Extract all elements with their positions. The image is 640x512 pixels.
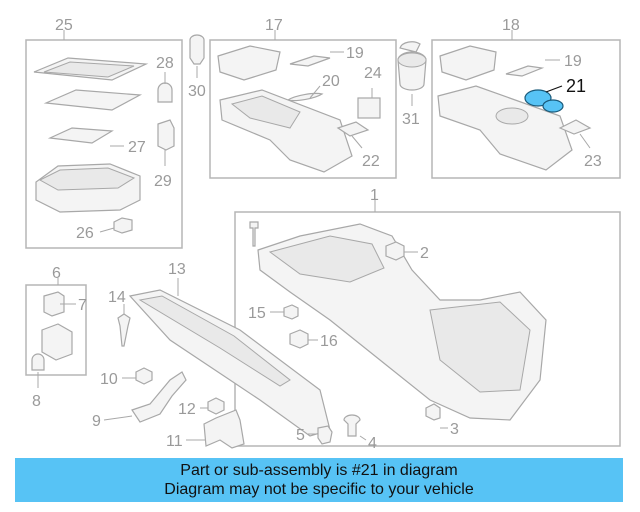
callout-16: 16 (320, 333, 338, 350)
console-upper-18-cup (495, 107, 529, 125)
leader-9 (103, 415, 133, 421)
callout-22: 22 (362, 153, 380, 170)
callout-6: 6 (52, 265, 61, 282)
cup-holder-31-lid (399, 41, 421, 53)
info-line-disclaimer: Diagram may not be specific to your vehi… (164, 481, 474, 498)
callout-12: 12 (178, 401, 196, 418)
group-box-17 (209, 39, 397, 179)
nut-12 (207, 397, 225, 415)
callout-28: 28 (156, 55, 174, 72)
bolt-top (249, 221, 259, 247)
bracket-24 (357, 97, 381, 119)
console-body-1-top (268, 235, 385, 283)
leader-20 (309, 85, 321, 99)
nut-15 (283, 304, 299, 320)
latch-29 (157, 119, 175, 151)
bracket-9 (131, 371, 187, 423)
cup-holder-31-rim (397, 52, 427, 68)
trim-panel-17 (217, 45, 281, 81)
console-upper-17-inner (230, 95, 301, 129)
callout-31: 31 (402, 111, 420, 128)
callout-11: 11 (166, 433, 183, 450)
clip-16 (289, 329, 309, 349)
callout-29: 29 (154, 173, 172, 190)
callout-3: 3 (450, 421, 459, 438)
mat-20 (286, 92, 324, 102)
callout-17: 17 (265, 17, 283, 34)
armrest-box-top (38, 167, 136, 191)
clip-2 (385, 241, 405, 261)
callout-18: 18 (502, 17, 520, 34)
callout-10: 10 (100, 371, 118, 388)
plug-30 (189, 34, 205, 65)
callout-19a: 19 (346, 45, 364, 62)
leader-22 (351, 135, 363, 149)
parts-diagram: 25 17 18 28 30 27 29 26 19 20 24 22 31 1… (25, 17, 621, 452)
info-line-part: Part or sub-assembly is #21 in diagram (180, 462, 458, 479)
bracket-7 (43, 291, 65, 317)
console-lid-plate (43, 89, 143, 111)
callout-26: 26 (76, 225, 94, 242)
bolt-8 (31, 353, 45, 371)
tray-27 (47, 127, 114, 144)
callout-14: 14 (108, 289, 126, 306)
info-banner: Part or sub-assembly is #21 in diagram D… (15, 458, 623, 502)
trim-strip-19a (289, 55, 331, 67)
clip-26 (113, 217, 133, 234)
callout-9: 9 (92, 413, 101, 430)
callout-23: 23 (584, 153, 602, 170)
console-upper-18 (437, 85, 573, 171)
callout-2: 2 (420, 245, 429, 262)
leader-4 (359, 435, 367, 441)
callout-4: 4 (368, 435, 377, 452)
screw-4 (343, 414, 361, 437)
callout-8: 8 (32, 393, 41, 410)
hinge-28 (157, 82, 173, 103)
bracket-6-lower (41, 323, 73, 361)
callout-30: 30 (188, 83, 206, 100)
clip-5 (317, 425, 333, 445)
group-box-18 (431, 39, 621, 179)
bracket-11 (203, 409, 245, 449)
bolt-14 (117, 313, 131, 347)
group-box-6 (25, 284, 87, 376)
trim-strip-19b (505, 65, 545, 77)
leader-26 (99, 227, 115, 233)
clip-3 (425, 403, 441, 421)
callout-13: 13 (168, 261, 186, 278)
group-box-25 (25, 39, 183, 249)
console-lid-pad-inner (43, 61, 135, 78)
callout-1: 1 (370, 187, 379, 204)
callout-25: 25 (55, 17, 73, 34)
callout-5: 5 (296, 427, 305, 444)
callout-7: 7 (78, 297, 87, 314)
callout-15: 15 (248, 305, 266, 322)
leader-23 (579, 133, 591, 149)
callout-21[interactable]: 21 (566, 76, 586, 96)
console-body-1-side (429, 301, 531, 393)
callout-20: 20 (322, 73, 340, 90)
nut-10 (135, 367, 153, 385)
side-panel-13-inner (138, 295, 291, 387)
callout-19b: 19 (564, 53, 582, 70)
callout-24: 24 (364, 65, 382, 82)
callout-27: 27 (128, 139, 146, 156)
mat-23 (558, 119, 592, 135)
trim-panel-18 (439, 45, 497, 81)
mat-22 (336, 121, 370, 137)
cup-holder-mat-21[interactable] (524, 89, 564, 113)
leader-21 (545, 85, 563, 93)
